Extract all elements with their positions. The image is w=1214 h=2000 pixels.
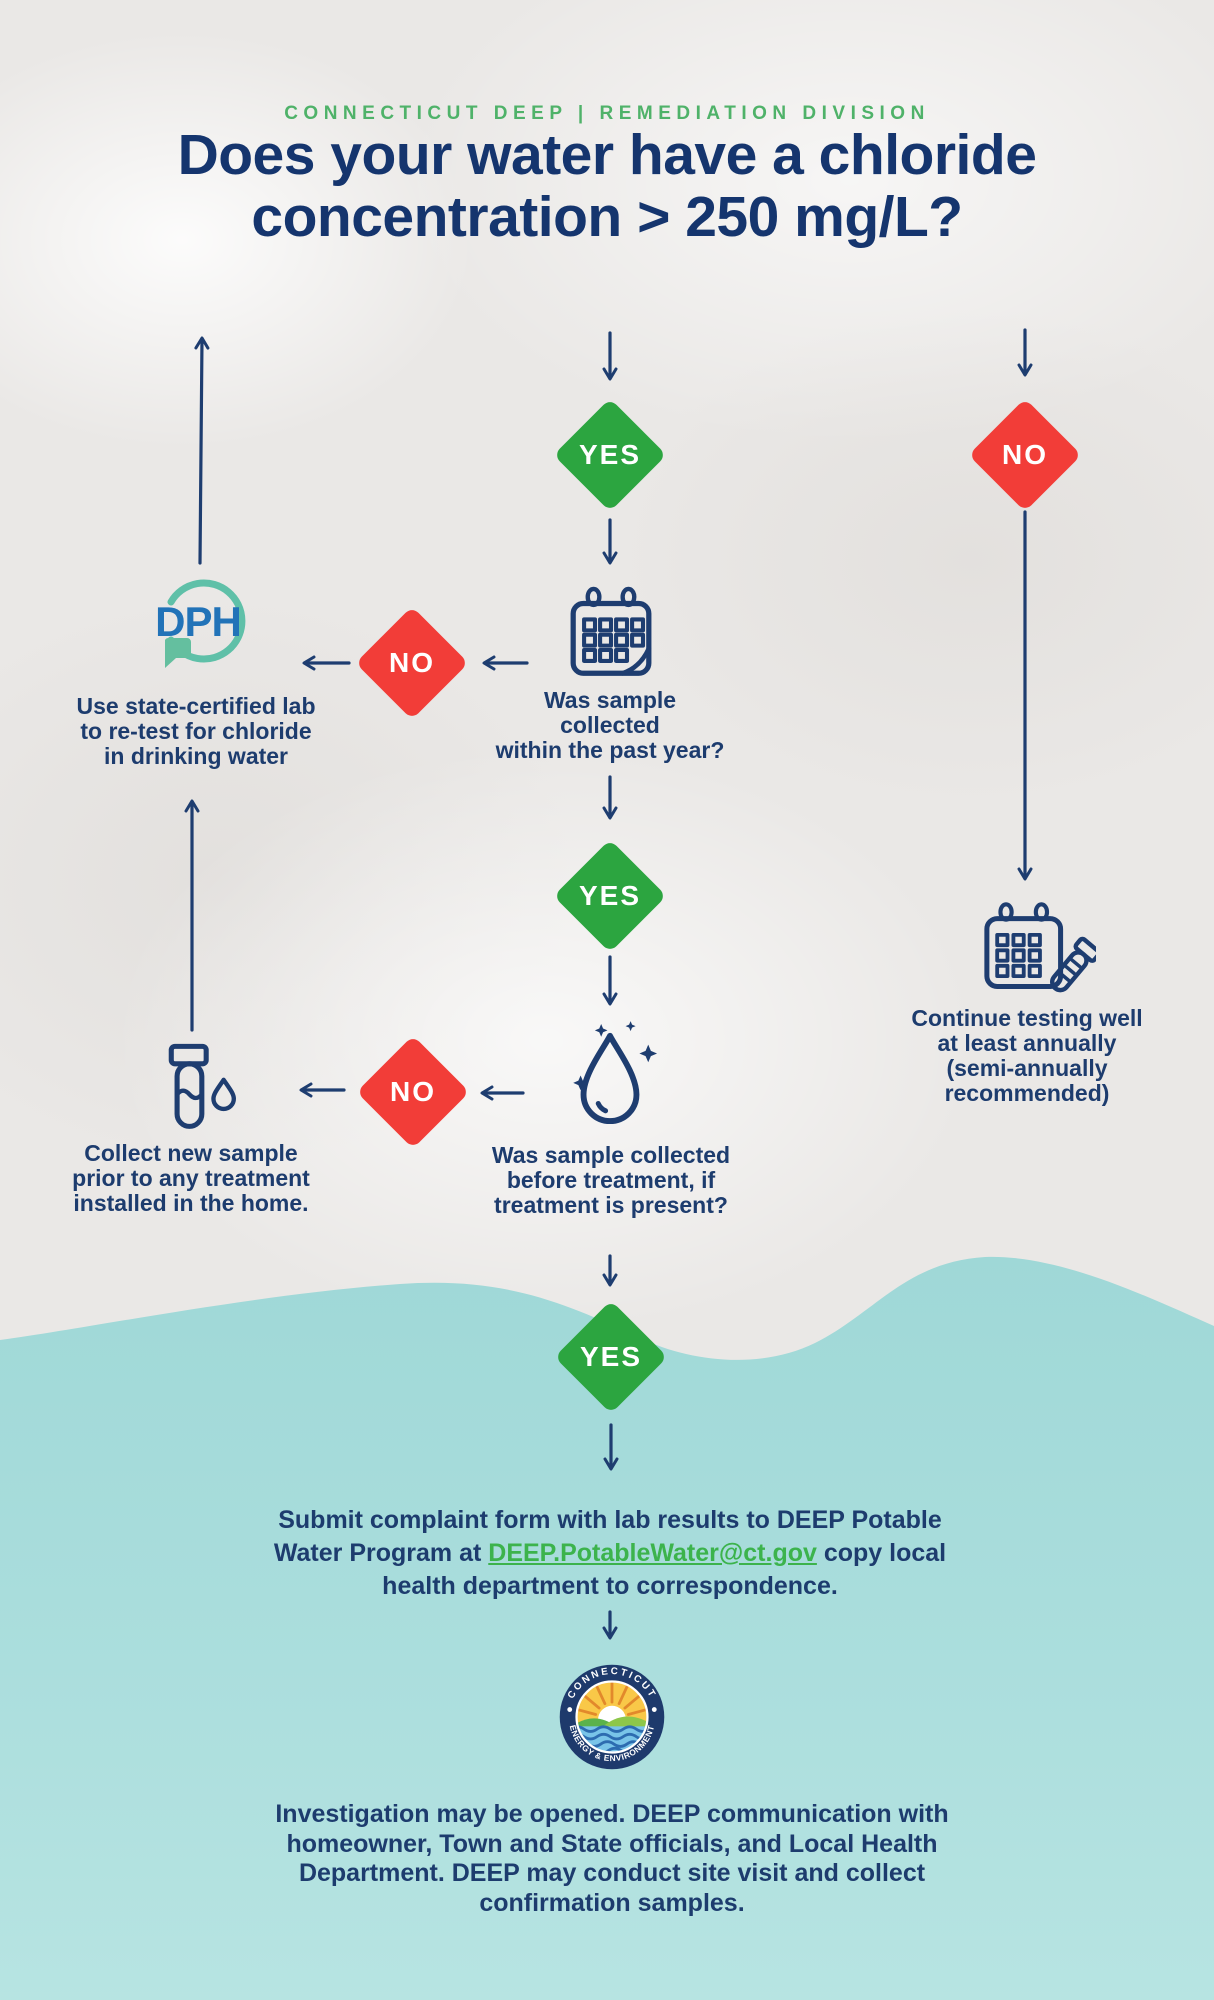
yes-diamond-start: YES	[553, 398, 667, 512]
no-label: NO	[389, 647, 435, 678]
no-label: NO	[1002, 439, 1048, 470]
sparkles	[573, 1021, 658, 1091]
investigation-note: Investigation may be opened. DEEP commun…	[275, 1800, 949, 1917]
collect-sample-caption: Collect new sample prior to any treatmen…	[72, 1140, 310, 1216]
calendar-ring	[998, 902, 1014, 922]
submit-text-before: Submit complaint form with lab results t…	[273, 1506, 942, 1567]
title-line1: Does your water have a chloride	[177, 123, 1037, 187]
dph-logo-bubble	[165, 637, 191, 668]
submit-text-after: copy local health department to correspo…	[382, 1539, 947, 1600]
test-tube	[1050, 936, 1096, 993]
calendar-ring	[585, 586, 602, 608]
deep-logo-dot-right	[651, 1707, 657, 1712]
calendar-body	[984, 916, 1064, 989]
no-label: NO	[390, 1076, 436, 1107]
calendar-grid	[995, 932, 1042, 979]
continue-testing-caption: Continue testing well at least annually …	[911, 1005, 1143, 1106]
dph-logo-text: DPH	[155, 598, 241, 645]
deep-logo-dot-left	[567, 1707, 573, 1712]
drop-outline	[580, 1032, 640, 1125]
no-diamond-past-year: NO	[355, 606, 469, 720]
dph-logo-arc	[167, 579, 246, 663]
deep-logo-inner-border	[575, 1680, 649, 1754]
arrow-dph-to-title	[194, 336, 210, 565]
past-year-question: Was sample collected within the past yea…	[495, 687, 725, 763]
droplet	[211, 1077, 236, 1112]
treatment-question: Was sample collected before treatment, i…	[491, 1142, 731, 1218]
header-badge: CONNECTICUT DEEP | REMEDIATION DIVISION	[284, 103, 930, 124]
email-link[interactable]: DEEP.PotableWater@ct.gov	[488, 1539, 817, 1567]
tube-liquid	[174, 1088, 204, 1101]
deep-logo: CONNECTICUT ENERGY & ENVIRONMENT	[559, 1664, 665, 1770]
tube-cap	[168, 1043, 209, 1067]
yes-label: YES	[579, 1341, 643, 1372]
calendar-grid	[582, 617, 646, 663]
drop-shine	[595, 1100, 609, 1114]
page-title: Does your water have a chloride concentr…	[0, 124, 1214, 248]
calendar-ring	[620, 586, 637, 608]
dph-logo: DPH	[155, 579, 246, 668]
calendar-ring	[1033, 902, 1050, 922]
yes-diamond-past-year: YES	[553, 839, 667, 953]
no-diamond-start: NO	[968, 398, 1082, 512]
annual-testing-icon	[984, 902, 1096, 993]
title-line2: concentration > 250 mg/L?	[251, 185, 963, 249]
calendar-icon	[570, 586, 652, 676]
no-diamond-treatment: NO	[356, 1035, 470, 1149]
yes-label: YES	[578, 439, 642, 470]
yes-label: YES	[578, 880, 642, 911]
calendar-body	[570, 600, 652, 676]
submit-instructions: Submit complaint form with lab results t…	[247, 1504, 973, 1603]
calendar-fold	[620, 646, 652, 676]
water-drop-icon	[573, 1021, 658, 1125]
collect-sample-icon	[168, 1043, 236, 1129]
dph-caption: Use state-certified lab to re-test for c…	[76, 693, 316, 769]
